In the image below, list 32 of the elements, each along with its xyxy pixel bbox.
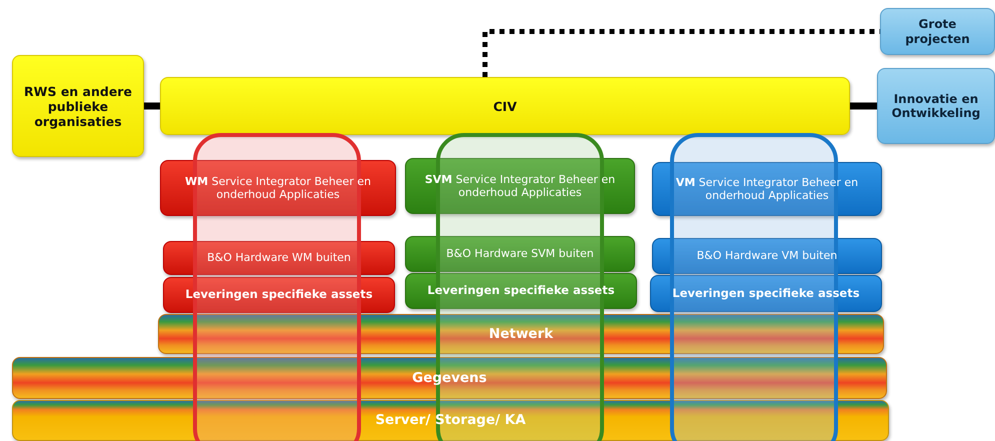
node-label: VM Service Integrator Beheer en onderhoud Applicaties bbox=[674, 176, 860, 202]
layer-band bbox=[158, 314, 884, 354]
node-label: Leveringen specifieke assets bbox=[671, 286, 861, 300]
service-box bbox=[650, 275, 882, 312]
service-box bbox=[652, 238, 882, 274]
service-box bbox=[405, 158, 635, 214]
node-label: SVM Service Integrator Beheer en onderhoud Applicaties bbox=[424, 172, 616, 200]
node-label: Leveringen specifieke assets bbox=[426, 284, 616, 298]
service-box bbox=[160, 160, 396, 216]
service-box bbox=[405, 236, 635, 272]
node-label: RWS en andere publieke organisaties bbox=[23, 84, 133, 128]
innovation-box bbox=[877, 68, 995, 144]
node-label: WM Service Integrator Beheer en onderhoud Applicaties bbox=[184, 174, 372, 202]
service-box bbox=[652, 162, 882, 216]
node-label: Innovatie en Ontwikkeling bbox=[890, 92, 982, 120]
organisation-box bbox=[12, 55, 144, 157]
layer-band bbox=[12, 357, 887, 399]
node-label: Leveringen specifieke assets bbox=[184, 288, 374, 302]
service-box bbox=[163, 277, 395, 313]
node-label: B&O Hardware SVM buiten bbox=[445, 247, 595, 261]
node-label: Netwerk bbox=[488, 326, 554, 342]
node-label: B&O Hardware WM buiten bbox=[206, 251, 352, 265]
service-box bbox=[163, 241, 395, 275]
connector-line bbox=[850, 102, 877, 110]
service-box bbox=[405, 273, 637, 309]
node-label: B&O Hardware VM buiten bbox=[696, 249, 838, 263]
platform-bar bbox=[160, 77, 850, 135]
node-label: CIV bbox=[492, 98, 518, 114]
connector-line bbox=[144, 102, 160, 110]
layer-band bbox=[12, 400, 889, 441]
node-label: Grote projecten bbox=[904, 17, 971, 46]
project-box bbox=[880, 8, 995, 55]
